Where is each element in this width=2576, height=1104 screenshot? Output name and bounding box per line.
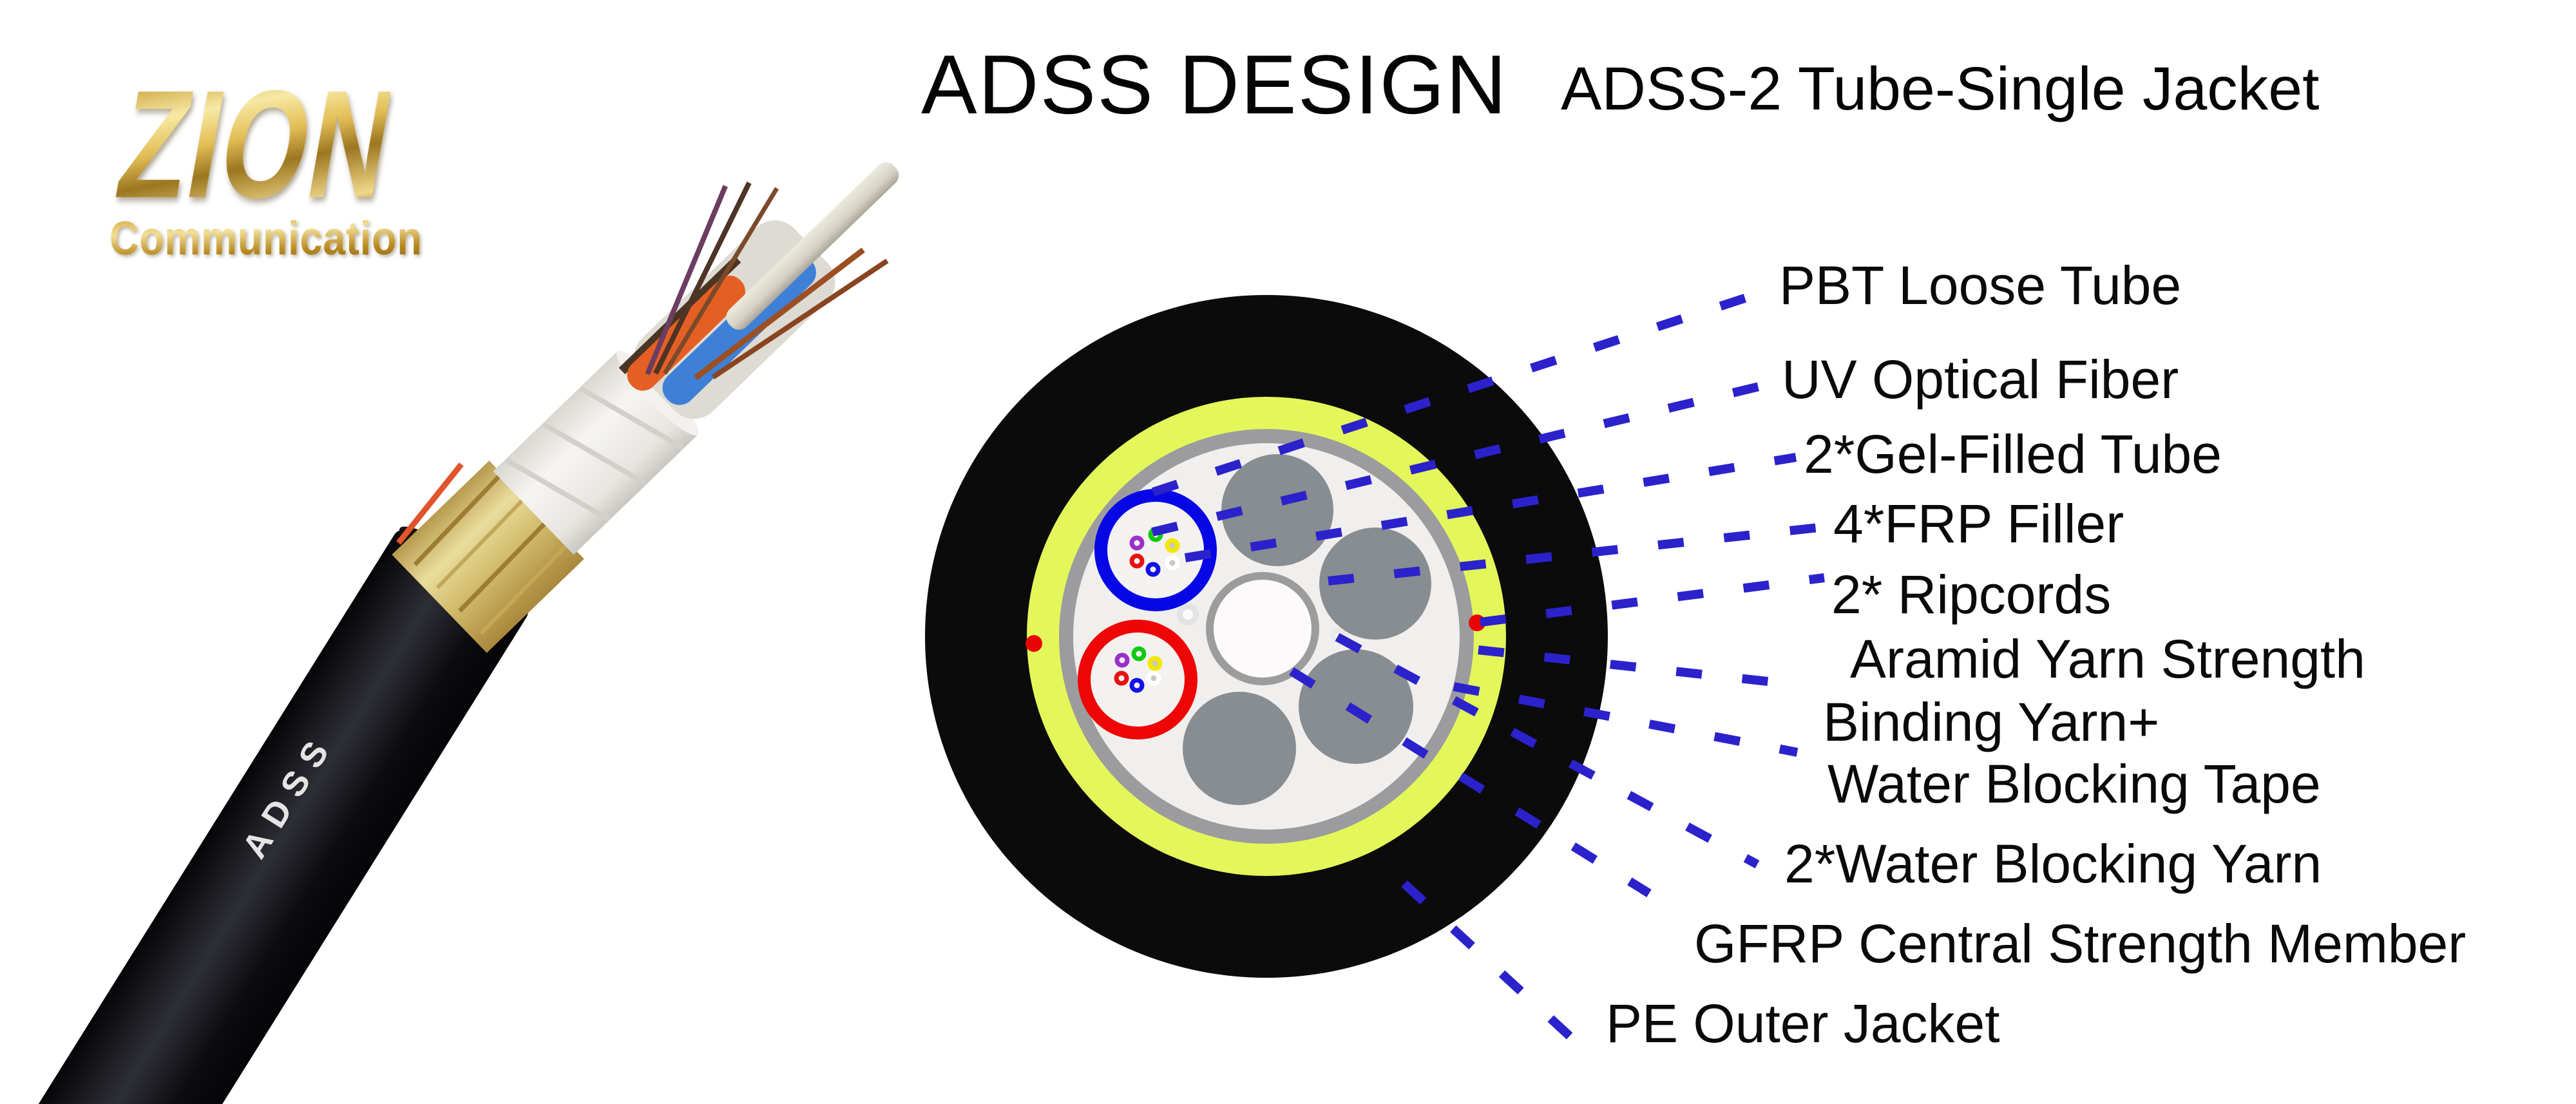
blue-tube-fibers: [1129, 527, 1180, 577]
optical-fiber-purple: [1114, 652, 1130, 668]
leader-line-pbt-loose-tube: [1151, 287, 1768, 497]
cable-jacket: [6, 529, 528, 1104]
label-gfrp-central-member: GFRP Central Strength Member: [1694, 913, 2466, 974]
page-title: ADSS DESIGN: [921, 37, 1508, 131]
gel-filled-tube-blue: [1094, 489, 1217, 611]
cable-photo: ADSS: [6, 162, 899, 1104]
fiber-strand-brown: [662, 187, 779, 375]
label-gel-filled-tube: 2*Gel-Filled Tube: [1804, 424, 2222, 484]
leader-line-aramid-yarn: [1478, 645, 1769, 686]
label-binding-yarn: Binding Yarn+: [1823, 692, 2159, 752]
aramid-strand: [458, 520, 548, 613]
aramid-strand: [479, 543, 569, 635]
optical-fiber-yellow: [1147, 656, 1163, 671]
label-pe-outer-jacket: PE Outer Jacket: [1606, 993, 2000, 1054]
central-strength-rod: [726, 162, 899, 330]
aramid-yarn-band: [392, 461, 584, 653]
optical-fiber-purple: [1129, 535, 1145, 551]
brand-logo: ZION Communication: [107, 59, 470, 265]
cross-section: [925, 295, 1608, 978]
frp-filler-2: [1319, 528, 1431, 640]
orange-buffer-tube: [627, 275, 745, 391]
tape-wrap-line: [542, 422, 647, 486]
aramid-strand: [413, 474, 501, 567]
gfrp-central-member: [1214, 580, 1312, 678]
optical-fiber-white: [1165, 555, 1180, 571]
tape-wrap-line: [505, 457, 610, 522]
aramid-strand: [435, 497, 526, 589]
page-subtitle: ADSS-2 Tube-Single Jacket: [1561, 55, 2320, 123]
red-tube-fibers: [1114, 646, 1163, 693]
label-ripcords: 2* Ripcords: [1831, 564, 2111, 625]
tape-wrap-line: [579, 386, 684, 450]
label-aramid-yarn-strength: Aramid Yarn Strength: [1850, 629, 2365, 689]
optical-fiber-yellow: [1165, 538, 1180, 553]
fiber-strand-purple: [645, 185, 728, 376]
optical-fiber-green: [1131, 646, 1147, 661]
optical-fiber-white: [1146, 671, 1161, 686]
optical-fiber-blue: [1129, 678, 1145, 693]
leader-line-frp-filler: [1328, 522, 1826, 585]
label-frp-filler: 4*FRP Filler: [1833, 493, 2124, 554]
leader-line-pe-outer-jacket: [1401, 880, 1588, 1054]
water-blocking-yarn-1-core: [1183, 609, 1193, 620]
page-header: ADSS DESIGN ADSS-2 Tube-Single Jacket: [921, 37, 2320, 131]
fiber-strand-copper: [694, 247, 865, 381]
label-pbt-loose-tube: PBT Loose Tube: [1779, 255, 2181, 316]
ripcord-strand: [396, 462, 464, 545]
leader-line-water-blocking-yarn: [1335, 633, 1760, 869]
label-column: PBT Loose Tube UV Optical Fiber 2*Gel-Fi…: [1606, 255, 2466, 1054]
brand-logo-subtitle: Communication: [110, 213, 423, 265]
frp-filler-4: [1183, 692, 1296, 805]
optical-fiber-red: [1114, 671, 1129, 686]
label-water-blocking-yarn: 2*Water Blocking Yarn: [1784, 833, 2322, 894]
gel-filled-tube-red: [1078, 620, 1197, 739]
frp-filler-1: [1221, 454, 1333, 566]
leader-line-gfrp-central-member: [1289, 667, 1652, 897]
label-uv-optical-fiber: UV Optical Fiber: [1782, 349, 2179, 410]
dark-binder-wire: [618, 256, 741, 375]
leader-line-ripcords: [1480, 573, 1825, 627]
blue-tube-gel: [1107, 502, 1204, 598]
optical-fiber-blue: [1145, 562, 1161, 577]
leader-lines: [1151, 287, 1826, 1054]
ripcord-dot-left: [1026, 635, 1042, 652]
fiber-strand-brown: [653, 182, 752, 375]
optical-fiber-red: [1129, 553, 1145, 569]
fiber-strand-copper: [711, 258, 889, 379]
label-water-blocking-tape: Water Blocking Tape: [1827, 754, 2321, 814]
